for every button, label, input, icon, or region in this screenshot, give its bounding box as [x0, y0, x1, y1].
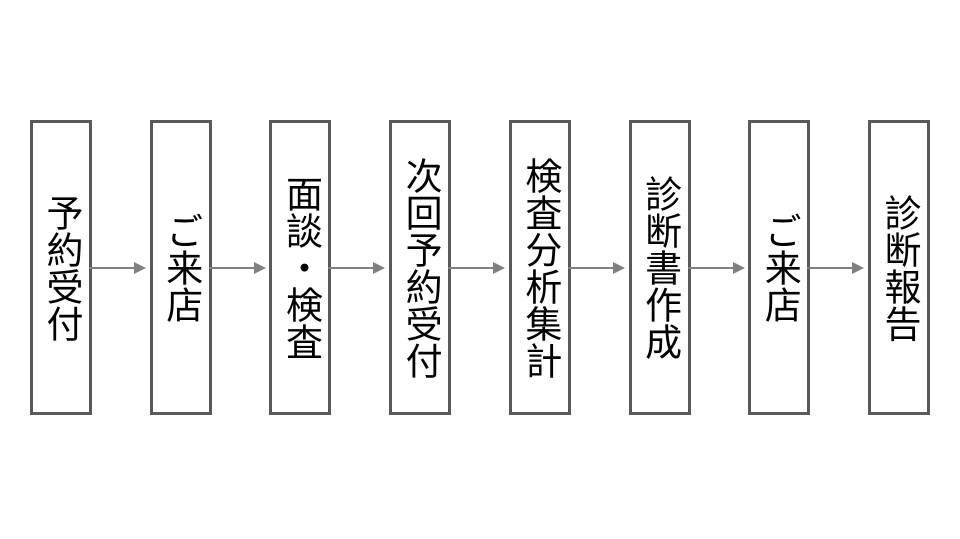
process-step-7[interactable]: ご来店: [748, 120, 865, 415]
process-step-2[interactable]: ご来店: [149, 120, 266, 415]
arrow-shaft: [448, 266, 497, 269]
process-step-label: ご来店: [758, 212, 802, 323]
arrow-right-icon: [328, 261, 386, 274]
process-step-label: 検査分析集計: [518, 156, 562, 379]
arrow-right-icon: [807, 261, 865, 274]
arrow-right-icon: [687, 261, 746, 274]
arrow-head: [134, 261, 146, 274]
process-step-8[interactable]: 診断報告: [867, 120, 930, 415]
process-step-5[interactable]: 検査分析集計: [508, 120, 625, 415]
arrow-head: [732, 261, 745, 274]
process-step-label: 面談・検査: [279, 175, 323, 360]
arrow-head: [253, 261, 266, 274]
arrow-right-icon: [89, 261, 147, 274]
arrow-shaft: [687, 266, 736, 269]
arrow-head: [373, 261, 386, 274]
process-step-label: ご来店: [159, 212, 203, 323]
process-step-label: 次回予約受付: [399, 156, 443, 379]
arrow-shaft: [567, 266, 616, 269]
arrow-right-icon: [567, 261, 626, 274]
arrow-shaft: [89, 266, 137, 269]
process-step-4[interactable]: 次回予約受付: [389, 120, 506, 415]
process-step-label: 診断書作成: [638, 175, 682, 360]
arrow-shaft: [208, 266, 257, 269]
process-step-1[interactable]: 予約受付: [30, 120, 146, 415]
process-step-label: 予約受付: [40, 193, 84, 342]
process-step-3[interactable]: 面談・検査: [269, 120, 386, 415]
arrow-shaft: [807, 266, 856, 269]
arrow-shaft: [328, 266, 377, 269]
arrow-head: [493, 261, 506, 274]
arrow-head: [612, 261, 625, 274]
arrow-right-icon: [208, 261, 267, 274]
process-step-label: 診断報告: [877, 193, 921, 342]
arrow-right-icon: [448, 261, 506, 274]
process-flow: 予約受付 ご来店 面談・検査 次回予約受付: [30, 120, 930, 415]
arrow-head: [852, 261, 865, 274]
process-step-6[interactable]: 診断書作成: [628, 120, 745, 415]
